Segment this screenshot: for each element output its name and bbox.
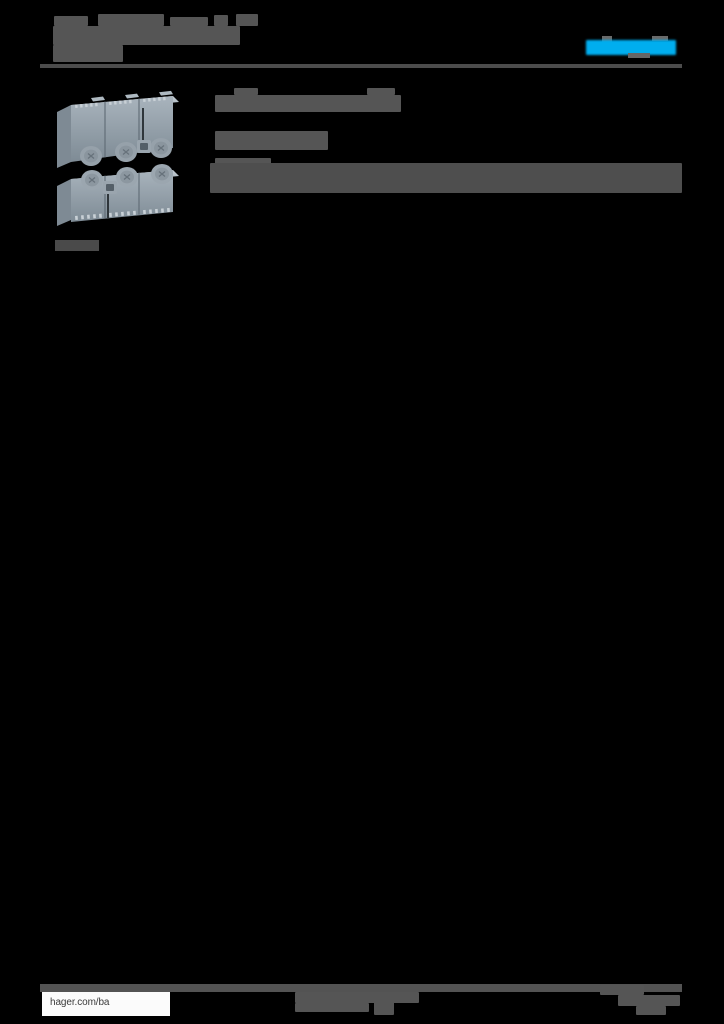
logo-mask-top-left (602, 36, 612, 42)
section-2-heading (215, 131, 328, 150)
section-3-data-band (210, 163, 682, 193)
logo-mask-bottom (628, 53, 650, 58)
title-fragment-3 (170, 17, 208, 26)
hager-logo: hager (578, 36, 682, 58)
footer-divider (40, 984, 682, 992)
title-fragment-5 (236, 14, 258, 26)
page-header: hager (40, 14, 682, 68)
section-1-heading (215, 95, 401, 112)
footer-page-number (618, 995, 680, 1006)
title-line-sub (53, 45, 123, 62)
figure-caption (55, 240, 99, 251)
title-fragment-2 (98, 14, 164, 26)
product-image (55, 90, 185, 235)
footer-center-line-2 (295, 1003, 369, 1012)
footer-center-line-1 (295, 992, 419, 1003)
footer-center-mark (374, 1002, 394, 1015)
footer-url-link[interactable]: hager.com/ba (50, 997, 110, 1008)
section-3-label (215, 158, 271, 167)
title-fragment-4 (214, 15, 228, 26)
header-divider (40, 64, 682, 68)
logo-wordmark (586, 40, 676, 55)
footer-page-number-top (600, 985, 644, 995)
logo-mask-top-right (652, 36, 668, 41)
page-title (40, 14, 270, 62)
footer-url-box[interactable]: hager.com/ba (42, 992, 170, 1016)
title-line-main (53, 26, 240, 45)
footer-page-number-bottom (636, 1006, 666, 1015)
section-1-small-label-left (234, 88, 258, 95)
product-illustration (57, 90, 179, 226)
section-1-small-label-right (367, 88, 395, 95)
title-fragment-1 (54, 16, 88, 26)
page-footer: hager.com/ba (40, 984, 682, 1018)
